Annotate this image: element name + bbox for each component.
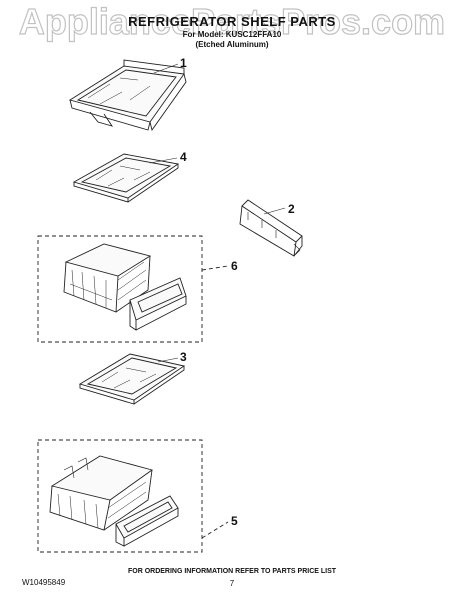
drawer-front-5 (115, 495, 179, 547)
callout-5: 5 (231, 514, 238, 528)
pan-drawer-5 (49, 455, 154, 531)
shelf-part-1 (68, 59, 187, 132)
shelf-part-4 (72, 153, 180, 203)
callout-3: 3 (180, 350, 187, 364)
leader-line-3 (157, 357, 179, 363)
assembly-box-6 (37, 235, 203, 343)
leader-line-6 (201, 265, 229, 271)
watermark-text: AppliancePartsPros.com (19, 1, 445, 42)
shelf-rail-part-2 (239, 199, 303, 257)
leader-line-5 (201, 521, 229, 539)
document-number: W10495849 (22, 578, 66, 587)
shelf-part-3 (78, 353, 186, 405)
crisper-drawer-6 (63, 243, 152, 313)
callout-2: 2 (288, 202, 295, 216)
callout-4: 4 (180, 150, 187, 164)
leader-line-1 (153, 63, 179, 74)
model-line: For Model: KUSC12FFA10 (182, 30, 282, 39)
page-number: 7 (229, 579, 235, 588)
assembly-box-5 (37, 439, 203, 553)
drawer-front-6 (129, 277, 187, 331)
callout-1: 1 (180, 56, 187, 70)
leader-line-4 (149, 157, 178, 164)
watermark: AppliancePartsPros.com (18, 0, 445, 42)
page-title: REFRIGERATOR SHELF PARTS (128, 14, 336, 29)
ordering-note: FOR ORDERING INFORMATION REFER TO PARTS … (127, 568, 337, 575)
callout-6: 6 (231, 259, 238, 273)
finish-note: (Etched Aluminum) (195, 40, 269, 49)
leader-line-2 (263, 207, 286, 215)
